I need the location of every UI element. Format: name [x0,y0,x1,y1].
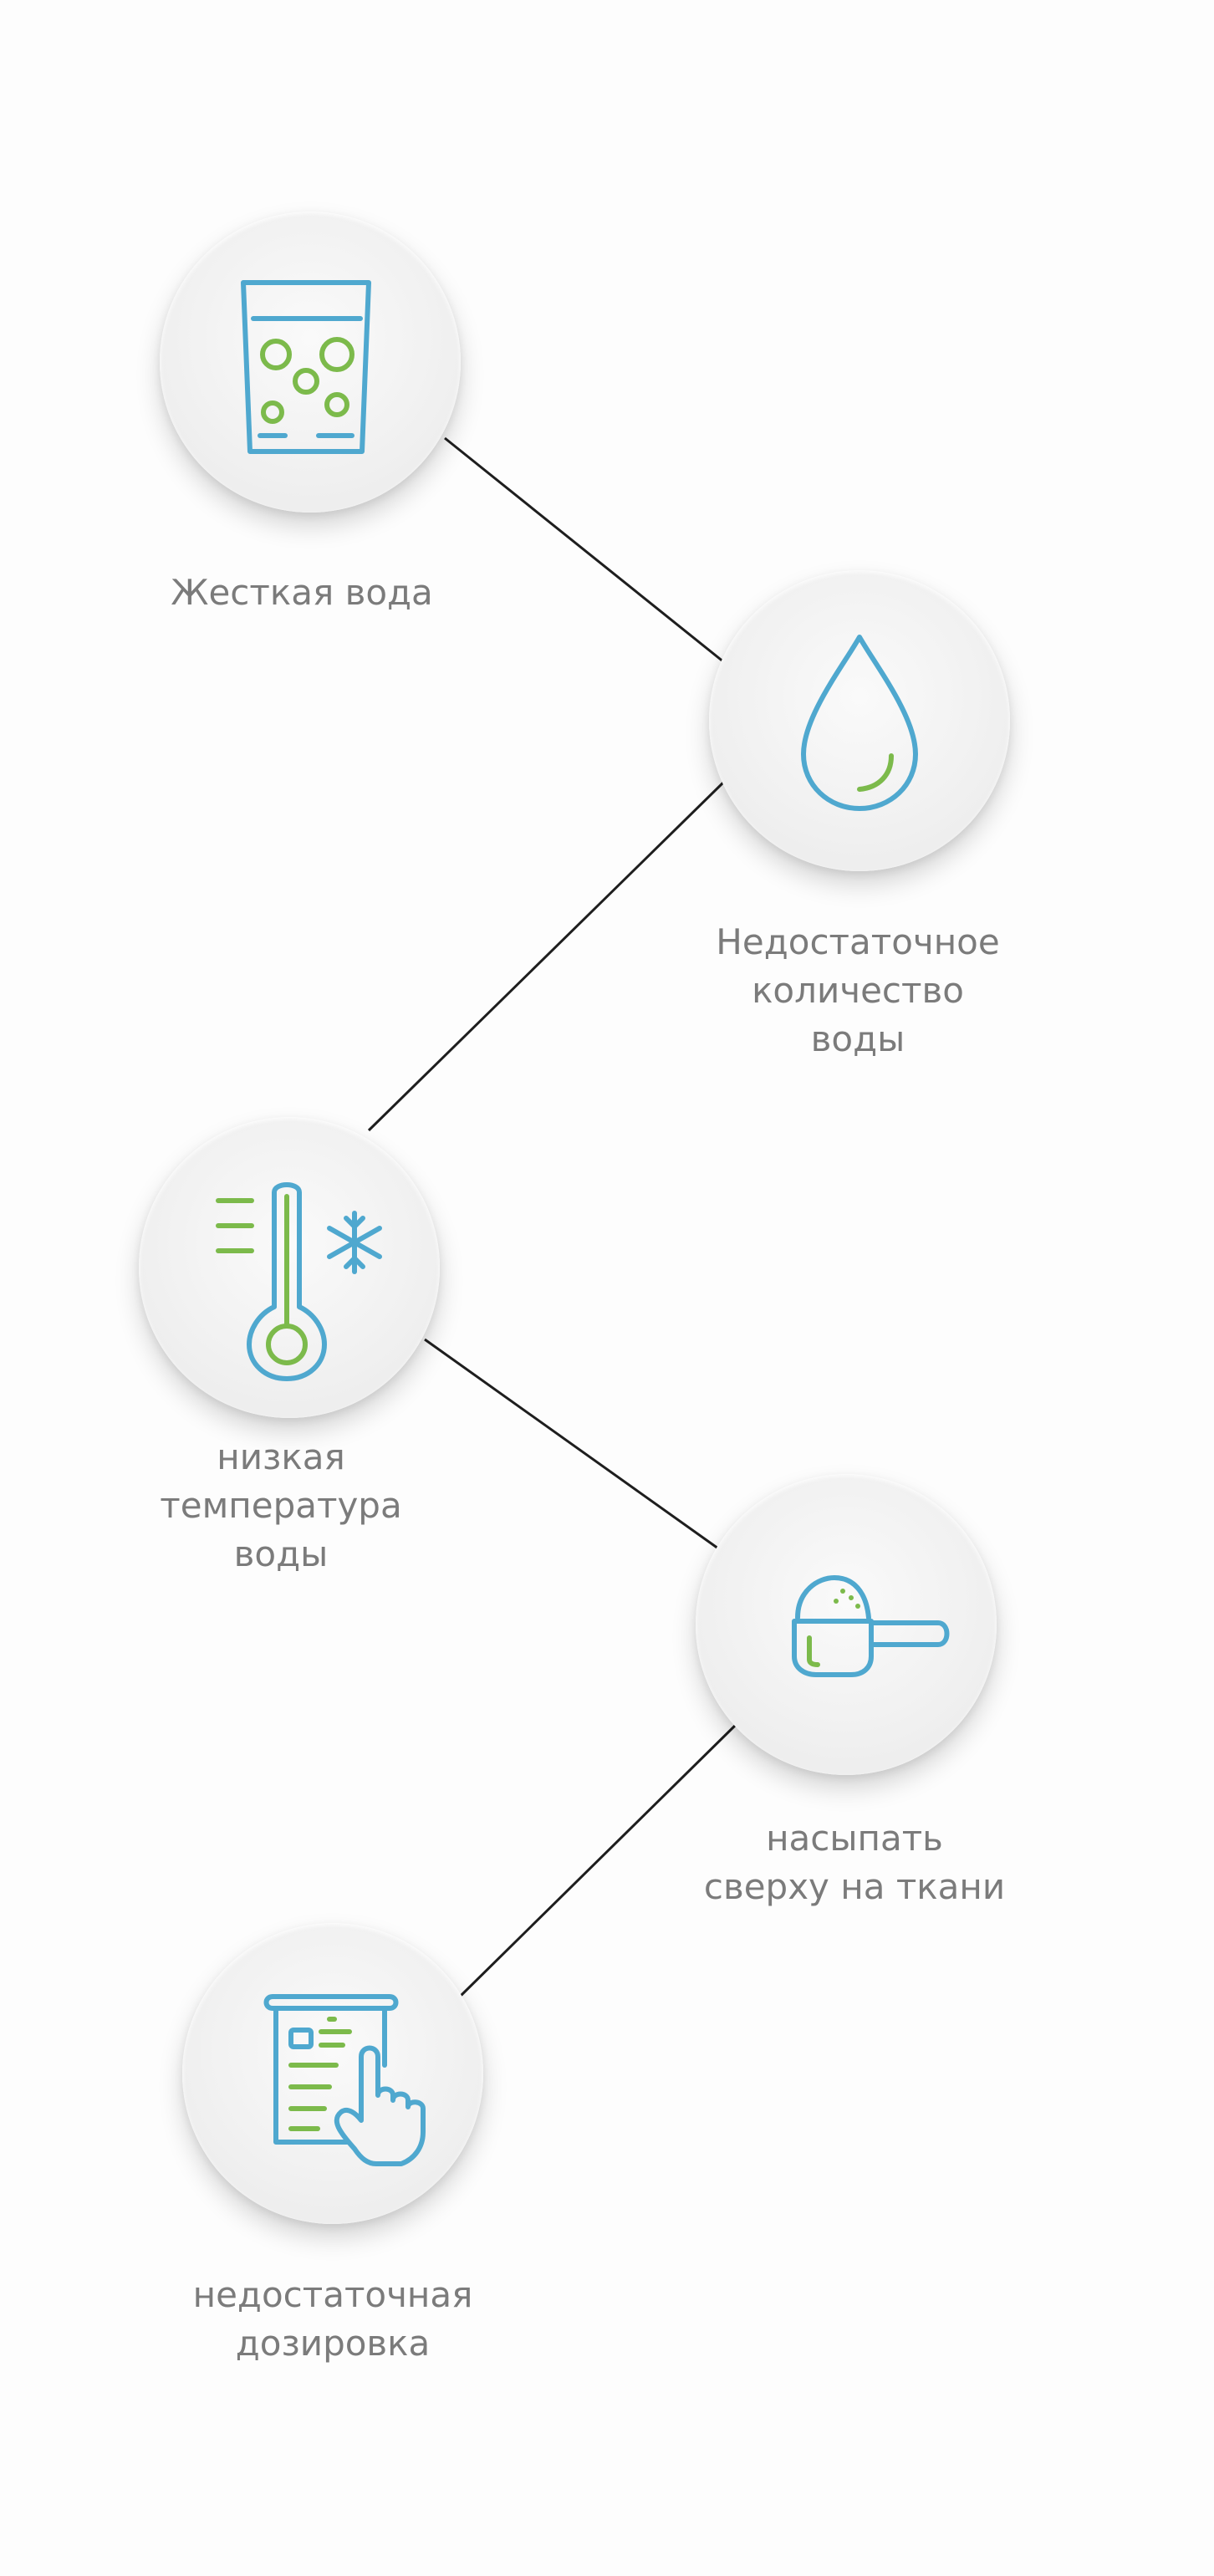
connector-line-4 [458,1723,737,1998]
label-insufficient-water: Недостаточное количество воды [716,921,1000,1059]
node-hard-water [160,212,461,513]
label-powder-on-fabric: насыпать сверху на ткани [703,1818,1006,1907]
water-drop-icon [801,635,918,811]
instruction-sheet-hand-icon [263,1994,426,2166]
label-insufficient-dosage: недостаточная дозировка [192,2274,473,2364]
powder-scoop-icon [792,1575,950,1677]
thermometer-snowflake-icon [216,1182,382,1381]
label-low-temperature: низкая температура воды [160,1436,402,1574]
node-insufficient-water [709,570,1010,871]
connector-line-1 [444,436,725,664]
connector-line-3 [424,1338,719,1550]
glass-water-icon [241,280,371,454]
node-low-temperature [139,1117,440,1418]
node-powder-on-fabric [696,1474,997,1775]
label-hard-water: Жесткая вода [171,572,433,613]
connector-line-2 [367,780,726,1132]
node-insufficient-dosage [182,1923,483,2224]
